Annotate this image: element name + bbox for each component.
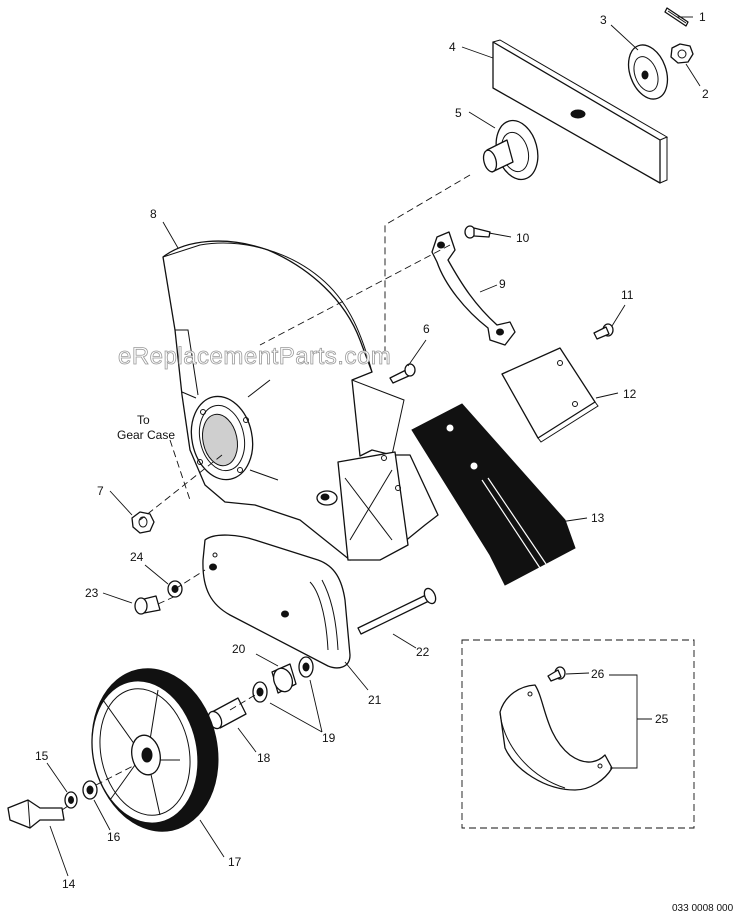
callout-14: 14 — [62, 877, 76, 891]
callout-2: 2 — [702, 87, 709, 101]
part-8-blade-housing — [162, 240, 439, 561]
callout-17: 17 — [228, 855, 242, 869]
callout-20: 20 — [232, 642, 246, 656]
callout-1: 1 — [699, 10, 706, 24]
part-15-washer — [64, 791, 78, 809]
callout-21: 21 — [368, 693, 382, 707]
note-to: To — [137, 413, 150, 427]
part-13-deflector — [411, 403, 576, 586]
drawing-code: 033 0008 000 — [672, 903, 734, 914]
callout-12: 12 — [623, 387, 637, 401]
watermark: eReplacementParts.com — [118, 343, 391, 370]
kit-25-dashed-box — [461, 639, 695, 829]
part-3-pulley — [627, 44, 669, 100]
part-12-plate — [501, 347, 599, 443]
part-7-nut — [131, 511, 155, 534]
callout-26: 26 — [591, 667, 605, 681]
leader-lines — [46, 16, 701, 877]
part-21-wheel-plate — [202, 534, 351, 669]
callout-15: 15 — [35, 749, 49, 763]
part-11-screw — [593, 323, 614, 340]
part-20-bushing — [271, 663, 297, 694]
callout-9: 9 — [499, 277, 506, 291]
part-22-axle-bolt — [357, 587, 437, 635]
callout-3: 3 — [600, 13, 607, 27]
callout-22: 22 — [416, 645, 430, 659]
callout-18: 18 — [257, 751, 271, 765]
callout-7: 7 — [97, 484, 104, 498]
callout-25: 25 — [655, 712, 669, 726]
callout-19: 19 — [322, 731, 336, 745]
part-19-washer-b — [298, 656, 314, 678]
callout-13: 13 — [591, 511, 605, 525]
part-25-side-guard — [499, 684, 613, 791]
callout-8: 8 — [150, 207, 157, 221]
callout-5: 5 — [455, 106, 462, 120]
part-10-screw — [464, 225, 491, 239]
part-5-blade-adapter — [482, 119, 539, 181]
part-4-blade — [492, 39, 669, 184]
part-14-knob — [7, 799, 65, 829]
callout-6: 6 — [423, 322, 430, 336]
part-23-bolt — [134, 595, 161, 615]
part-16-washer — [82, 780, 98, 800]
callout-23: 23 — [85, 586, 99, 600]
part-6-screw — [389, 363, 416, 384]
part-9-bracket — [431, 231, 516, 346]
callout-16: 16 — [107, 830, 121, 844]
part-17-wheel — [91, 668, 219, 832]
callout-11: 11 — [621, 288, 634, 302]
part-26-screw — [547, 666, 566, 682]
callout-10: 10 — [516, 231, 530, 245]
callout-4: 4 — [449, 40, 456, 54]
callout-24: 24 — [130, 550, 144, 564]
part-2-nut — [670, 43, 694, 64]
note-gear-case: Gear Case — [117, 428, 175, 442]
